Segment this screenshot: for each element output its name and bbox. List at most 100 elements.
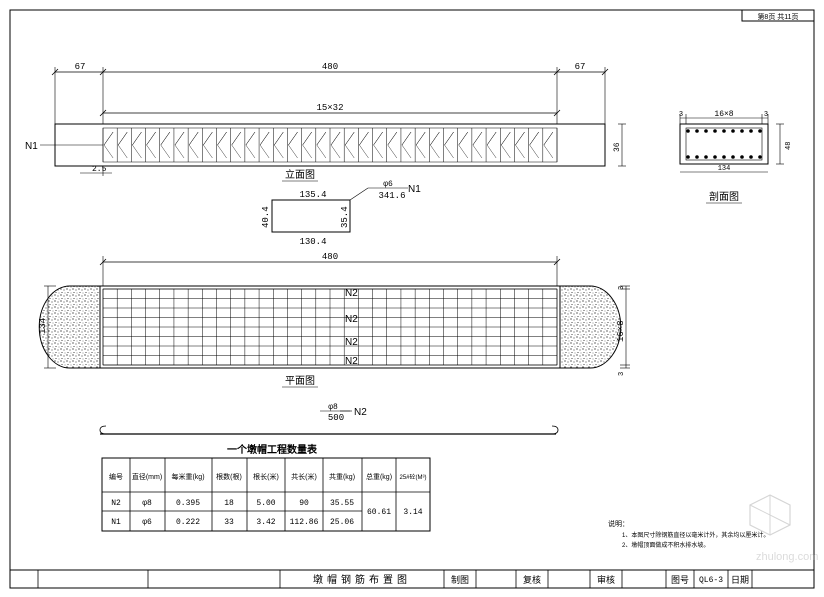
plan-view: 480 N2 N2 N2 N2 134 16×8 3 3 平面图 — [38, 252, 630, 388]
stirrup-hook — [472, 131, 483, 159]
elevation-view: 67 480 67 15×32 N1 2.5 36 立面图 — [25, 62, 626, 182]
stirrup-hook — [486, 131, 497, 159]
cell: 0.222 — [176, 518, 200, 527]
cell: 25.06 — [330, 518, 354, 527]
th-concrete: 25#砼(M³) — [399, 473, 426, 481]
stirrup-hook — [316, 131, 327, 159]
plan-round-end-right — [559, 285, 622, 369]
elev-n1-label: N1 — [25, 141, 38, 152]
bar-n2-detail: φ8 500 N2 — [99, 403, 559, 435]
stirrup-length: 341.6 — [378, 191, 405, 201]
page-info: 第8页 共11页 — [757, 12, 798, 21]
section-cover-left: 3 — [679, 111, 683, 119]
elev-cover: 2.5 — [92, 165, 107, 174]
stirrup-hook — [117, 131, 128, 159]
stirrup-hook — [188, 131, 199, 159]
elev-dim-right: 67 — [575, 62, 586, 72]
plan-dim-right: 16×8 — [616, 320, 626, 342]
total-weight-cell: 60.61 — [367, 508, 391, 517]
section-outline — [679, 123, 769, 165]
stirrup-hook — [501, 131, 511, 159]
elev-spacing: 15×32 — [316, 103, 343, 113]
stirrup-hook — [387, 131, 398, 159]
drawing-title: 墩帽钢筋布置图 — [313, 573, 411, 586]
stirrup-hook — [458, 131, 468, 159]
th-unit-weight: 每米重(kg) — [171, 472, 204, 481]
plan-n2-label-3: N2 — [345, 337, 358, 348]
stirrup-top: 135.4 — [299, 190, 326, 200]
cell: 35.55 — [330, 499, 354, 508]
notes-title: 说明： — [608, 519, 629, 528]
stirrup-hook — [344, 131, 355, 159]
elev-dim-left: 67 — [75, 62, 86, 72]
section-rebars — [686, 129, 762, 159]
stirrup-hook — [217, 131, 227, 159]
rebar-dot — [740, 129, 744, 133]
th-dia: 直径(mm) — [132, 472, 162, 481]
stirrup-hook — [231, 131, 241, 159]
stirrup-hook — [543, 131, 554, 159]
watermark: zhulong.com — [749, 494, 818, 563]
stirrup-hook — [430, 131, 440, 159]
elevation-title: 立面图 — [285, 168, 315, 181]
stirrup-hook — [160, 131, 171, 159]
n2-dia: φ8 — [328, 403, 338, 412]
rebar-dot — [758, 155, 762, 159]
stirrup-hook — [359, 131, 369, 159]
cell: 33 — [224, 518, 234, 527]
section-dim-bottom: 134 — [718, 165, 731, 173]
stirrup-hook — [529, 131, 539, 159]
rebar-dot — [695, 155, 699, 159]
stirrup-hook — [330, 131, 341, 159]
cell: 5.00 — [256, 499, 275, 508]
stirrup-hook — [302, 131, 312, 159]
stirrup-left: 40.4 — [261, 206, 271, 228]
section-view: 16×8 3 3 48 134 剖面图 — [679, 110, 793, 204]
stirrup-hook — [245, 131, 256, 159]
stirrup-hook — [146, 131, 156, 159]
note-2: 2、墩帽顶面做成不积水排水坡。 — [622, 541, 709, 549]
stirrup-dia: φ6 — [383, 180, 393, 189]
rebar-dot — [749, 129, 753, 133]
th-sum-weight: 总重(kg) — [366, 472, 392, 481]
th-no: 编号 — [109, 472, 123, 481]
plan-n2-label-1: N2 — [345, 288, 358, 299]
plan-round-end-left — [38, 285, 101, 369]
rebar-dot — [704, 155, 708, 159]
rebar-dot — [722, 129, 726, 133]
rebar-dot — [686, 155, 690, 159]
n2-length: 500 — [328, 413, 344, 423]
plan-n2-label-4: N2 — [345, 356, 358, 367]
stirrup-hook — [203, 131, 213, 159]
concrete-cell: 3.14 — [403, 508, 422, 517]
plan-n2-label-2: N2 — [345, 314, 358, 325]
th-bar-length: 根长(米) — [253, 472, 279, 481]
rebar-dot — [758, 129, 762, 133]
stirrup-label: N1 — [408, 184, 421, 195]
rebar-dot — [749, 155, 753, 159]
plan-cover-bottom: 3 — [618, 372, 626, 376]
plan-rebar-grid — [102, 288, 558, 366]
rebar-dot — [704, 129, 708, 133]
rebar-dot — [722, 155, 726, 159]
rebar-dot — [713, 155, 717, 159]
notes: 说明： 1、本图尺寸除钢筋直径以毫米计外，其余均以厘米计。 2、墩帽顶面做成不积… — [608, 519, 769, 549]
cell: 112.86 — [290, 518, 319, 527]
stirrup-right: 35.4 — [340, 206, 350, 228]
stirrup-hook — [274, 131, 284, 159]
watermark-text: zhulong.com — [756, 551, 818, 563]
elevation-stirrups — [102, 128, 558, 162]
cell: φ8 — [142, 499, 152, 508]
quantity-table: 一个墩帽工程数量表 编号 直径(mm) 每米重(kg) 根数(根) 根长(米) … — [101, 443, 431, 532]
checked-label: 复核 — [523, 574, 541, 585]
plan-dim-top: 480 — [322, 252, 338, 262]
stirrup-bottom: 130.4 — [299, 237, 326, 247]
stirrup-hook — [444, 131, 454, 159]
sheet-border — [9, 9, 815, 589]
rebar-dot — [731, 129, 735, 133]
table-title: 一个墩帽工程数量表 — [227, 443, 318, 456]
date-label: 日期 — [731, 575, 749, 585]
rebar-dot — [713, 129, 717, 133]
section-dim-side: 48 — [785, 142, 793, 150]
